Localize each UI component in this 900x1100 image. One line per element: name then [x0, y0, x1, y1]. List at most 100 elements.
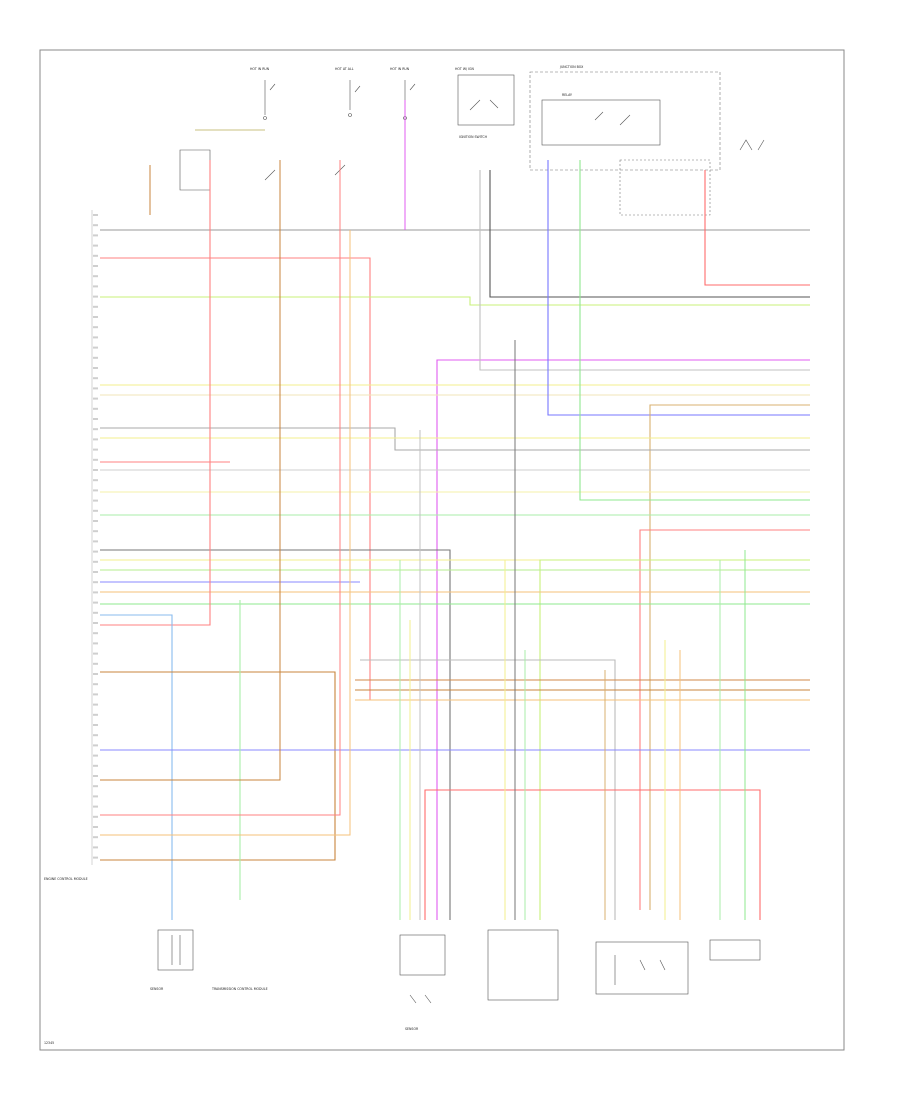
wire-yellow-green-1	[100, 296, 810, 306]
wire-gray-1	[479, 170, 810, 371]
ecm-pin-mark	[93, 244, 98, 247]
ecm-pin-mark	[93, 846, 98, 849]
wire-red-1	[100, 257, 810, 701]
ignition-switch-label: IGNITION SWITCH	[459, 135, 488, 139]
ecm-pin-labels	[93, 214, 98, 859]
ecm-pin-mark	[93, 581, 98, 584]
ecm-pin-mark	[93, 469, 98, 471]
ecm-pin-mark	[93, 214, 98, 216]
fuse-block-top	[263, 80, 416, 120]
ecm-pin-mark	[93, 234, 98, 237]
vertical-wires	[100, 100, 746, 920]
ecm-pin-mark	[93, 397, 98, 400]
wire-gray-4	[360, 659, 616, 920]
tcm-label: TRANSMISSION CONTROL MODULE	[211, 987, 268, 991]
fuse-labels-top: HOT IN RUN HOT AT ALL HOT IN RUN HOT W/ …	[250, 67, 475, 71]
ecm-pin-mark	[93, 275, 98, 278]
footer-id: 12345	[44, 1041, 54, 1045]
ecm-label: ENGINE CONTROL MODULE	[44, 877, 88, 881]
wire-red-4	[639, 529, 810, 910]
ecm-pin-mark	[93, 265, 98, 267]
ecm-pin-mark	[93, 295, 98, 298]
ignition-switch-box	[457, 74, 515, 126]
ecm-pin-mark	[93, 662, 98, 665]
relay-label: RELAY	[562, 93, 572, 97]
wire-green-3	[539, 559, 810, 920]
diagram-frame	[39, 49, 845, 1051]
ecm-pin-mark	[93, 734, 98, 737]
ecm-pin-mark	[93, 571, 98, 573]
sensor-box-1	[157, 929, 194, 971]
ecm-pin-mark	[93, 652, 98, 655]
ecm-pin-mark	[93, 356, 98, 359]
ecm-pin-mark	[93, 795, 98, 798]
ecm-pin-mark	[93, 601, 98, 604]
ecm-pin-mark	[93, 336, 98, 339]
ecm-pin-mark	[93, 316, 98, 318]
ecm-pin-mark	[93, 775, 98, 777]
ecm-pin-mark	[93, 479, 98, 482]
ecm-pin-mark	[93, 305, 98, 308]
wire-brown-2	[100, 671, 336, 861]
ecm-pin-mark	[93, 713, 98, 716]
module-box-1	[595, 941, 689, 995]
ecm-pin-mark	[93, 764, 98, 767]
bottom-components	[157, 929, 761, 1004]
ecm-pin-mark	[93, 591, 98, 594]
ecm-pin-mark	[93, 326, 98, 329]
ecm-pin-mark	[93, 560, 98, 563]
ecm-pin-mark	[93, 785, 98, 788]
ecm-pin-mark	[93, 703, 98, 706]
ecm-pin-mark	[93, 693, 98, 696]
component-labels: ENGINE CONTROL MODULE TRANSMISSION CONTR…	[44, 877, 419, 1031]
ecm-pin-mark	[93, 458, 98, 461]
ecm-pin-mark	[93, 815, 98, 818]
ecm-pin-mark	[93, 377, 98, 380]
ecm-pin-mark	[93, 724, 98, 726]
svg-text:HOT IN RUN: HOT IN RUN	[250, 67, 270, 71]
ecm-pin-mark	[93, 611, 98, 614]
sensor-2-label: SENSOR	[405, 1027, 419, 1031]
connector-block-1	[399, 934, 446, 976]
ecm-pin-mark	[93, 418, 98, 420]
ecm-pin-mark	[93, 632, 98, 635]
ecm-pin-mark	[93, 836, 98, 839]
wire-lightblue	[100, 614, 173, 920]
wire-brown-1	[649, 404, 810, 910]
relay-box	[541, 99, 661, 146]
sensor-1-label: SENSOR	[150, 987, 164, 991]
wire-blue-1	[547, 160, 810, 416]
ecm-pin-mark	[93, 499, 98, 502]
ecm-pin-mark	[93, 826, 98, 828]
wire-green-2	[579, 160, 810, 501]
wire-red-2	[704, 170, 810, 286]
ecm-pin-mark	[93, 673, 98, 675]
ecm-pin-mark	[93, 754, 98, 757]
ecm-pin-mark	[93, 367, 98, 369]
wire-black-2	[489, 170, 810, 298]
svg-text:HOT IN RUN: HOT IN RUN	[390, 67, 410, 71]
ecm-pin-mark	[93, 530, 98, 533]
junction-box-label: JUNCTION BOX	[559, 65, 584, 69]
wire-violet	[436, 359, 810, 920]
ecm-pin-mark	[93, 387, 98, 390]
ecm-pin-mark	[93, 550, 98, 553]
ecm-pin-mark	[93, 438, 98, 441]
ecm-pin-mark	[93, 407, 98, 410]
ecm-pin-mark	[93, 448, 98, 451]
ecm-pin-mark	[93, 540, 98, 543]
ecm-pin-mark	[93, 489, 98, 492]
ecm-pin-mark	[93, 428, 98, 431]
ecm-pin-mark	[93, 805, 98, 808]
connector-block-2	[487, 929, 559, 1001]
wire-red-5	[100, 160, 211, 626]
wire-runs	[100, 160, 810, 920]
junction-box	[529, 71, 721, 171]
ecm-pin-mark	[93, 346, 98, 349]
ecm-pin-mark	[93, 520, 98, 522]
svg-text:HOT W/ IGN: HOT W/ IGN	[455, 67, 475, 71]
junction-inner-box	[619, 159, 711, 216]
ecm-pin-mark	[93, 224, 98, 227]
ecm-pin-mark	[93, 622, 98, 624]
